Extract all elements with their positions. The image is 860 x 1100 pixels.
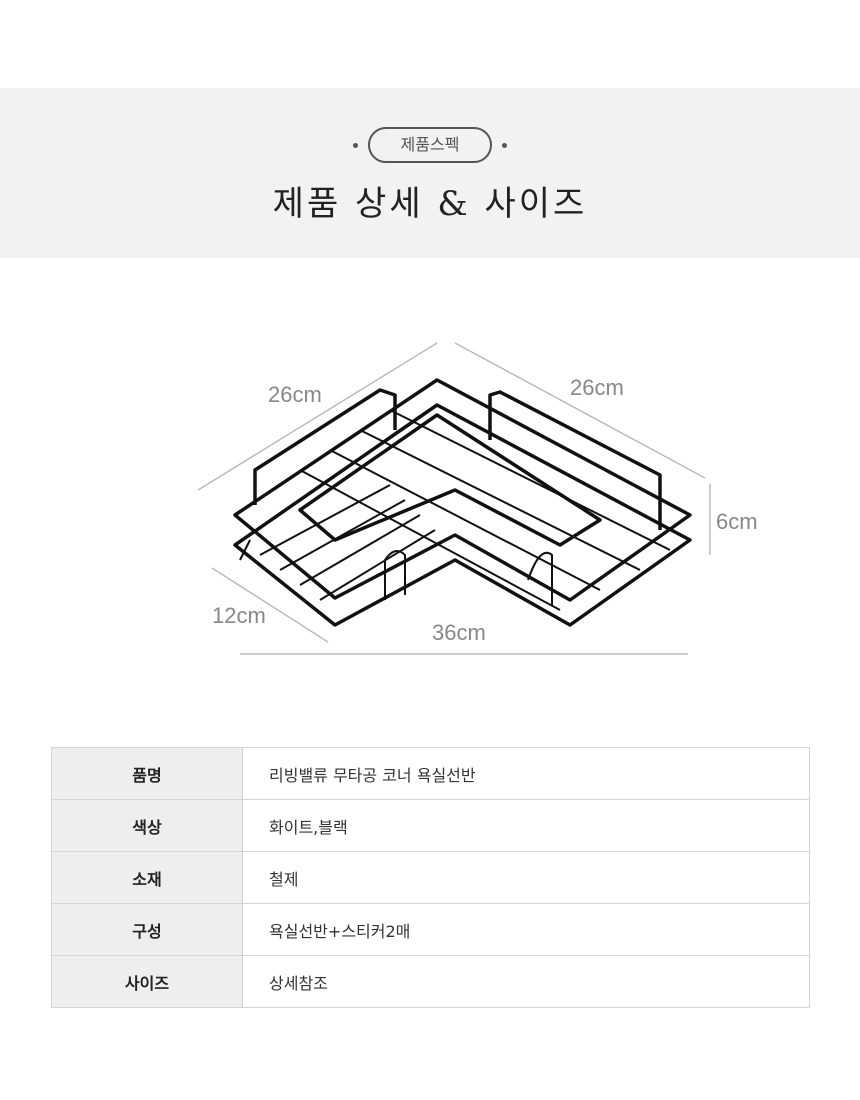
header-band: 제품스펙 제품 상세 & 사이즈	[0, 88, 860, 258]
row-label: 구성	[51, 903, 243, 956]
dimension-line	[197, 342, 438, 491]
dot-icon	[502, 142, 507, 148]
dimension-line	[454, 342, 706, 479]
row-value: 욕실선반+스티커2매	[242, 903, 810, 956]
row-value: 상세참조	[242, 955, 810, 1008]
product-diagram: 26cm 26cm 6cm 12cm 36cm	[197, 342, 758, 655]
row-label: 사이즈	[51, 955, 243, 1008]
dimension-line	[211, 567, 329, 643]
shelf-illustration	[233, 378, 692, 627]
dimension-label: 36cm	[432, 620, 486, 645]
dimension-label: 12cm	[212, 603, 266, 628]
row-value: 철제	[242, 851, 810, 904]
dot-icon	[353, 142, 358, 148]
row-label: 품명	[51, 747, 243, 800]
row-value: 리빙밸류 무타공 코너 욕실선반	[242, 747, 810, 800]
dimension-label: 26cm	[268, 382, 322, 407]
spec-badge: 제품스펙	[368, 127, 492, 163]
row-value: 화이트,블랙	[242, 799, 810, 852]
dimension-label: 26cm	[570, 375, 624, 400]
page-title: 제품 상세 & 사이즈	[272, 184, 588, 224]
row-label: 소재	[51, 851, 243, 904]
badge-row: 제품스펙	[0, 127, 860, 163]
dimension-label: 6cm	[716, 509, 758, 534]
row-label: 색상	[51, 799, 243, 852]
